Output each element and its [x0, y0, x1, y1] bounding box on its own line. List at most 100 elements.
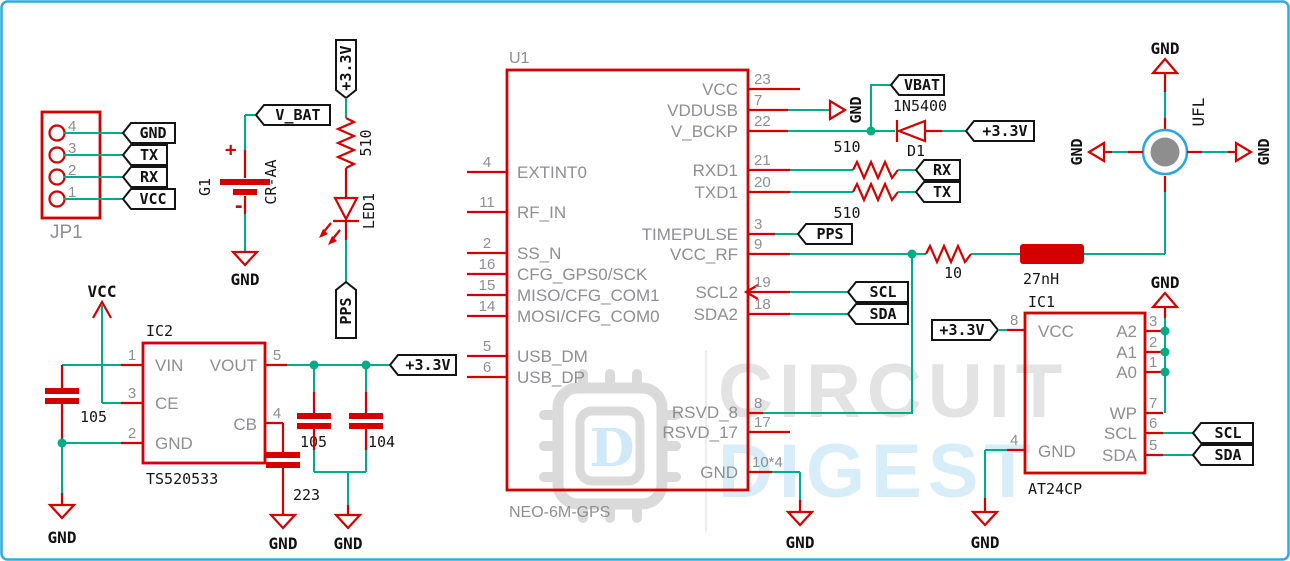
ic1-pin-gnd: GND	[1038, 442, 1076, 461]
gnd-label: GND	[334, 534, 363, 553]
resistor-tx	[852, 181, 899, 203]
resistor-tx-value: 510	[833, 204, 860, 222]
u1-pin-vcc-rf: VCC_RF	[670, 245, 738, 264]
u1-pin-number: 20	[754, 174, 771, 191]
ic1-pin-a2: A2	[1116, 322, 1137, 341]
gnd-label: GND	[1151, 273, 1180, 292]
u1-pin-mosi: MOSI/CFG_COM0	[517, 307, 660, 326]
diode-d1-icon	[895, 119, 927, 143]
jp1-pin4-number: 4	[68, 118, 76, 135]
u1-left-pins: 4 11 2 16 15 14 5 6 EXTINT0 RF_IN SS_N C…	[467, 154, 660, 387]
ic2-pin-vout: VOUT	[210, 356, 257, 375]
net-flag-scl: SCL	[869, 283, 896, 301]
net-flag-3v3: +3.3V	[337, 45, 355, 90]
gnd-label: GND	[847, 96, 865, 123]
ic1-pin-number: 6	[1149, 415, 1157, 432]
net-flag-tx: TX	[140, 146, 158, 164]
u1-right-pins: 23 7 22 21 20 3 9 19 18 8 17 10*4 VCC VD…	[642, 71, 800, 482]
ic2-pin5-number: 5	[273, 347, 281, 364]
jp1-reference: JP1	[50, 222, 83, 243]
gps-module-u1: U1 NEO-6M-GPS 4 11 2 16 15 14 5 6 EXTINT…	[467, 50, 800, 521]
ic1-pin-number: 7	[1149, 395, 1157, 412]
battery-value: CR-AA	[262, 159, 280, 204]
u1-pin-cfg-gps0: CFG_GPS0/SCK	[517, 265, 648, 284]
u1-pin-number: 5	[483, 338, 491, 355]
net-flag-3v3: +3.3V	[405, 356, 450, 374]
ic2-value: TS520533	[146, 470, 218, 488]
vcc-power-arrow-icon	[92, 299, 112, 319]
watermark: D CIRCUIT DIGEST	[539, 349, 1062, 532]
u1-pin-number: 18	[754, 296, 771, 313]
cap-cb-value: 223	[293, 486, 320, 504]
resistor-led	[335, 117, 357, 169]
ic2-pin-ce: CE	[155, 394, 179, 413]
u1-pin-number: 4	[483, 154, 491, 171]
gnd-label: GND	[786, 533, 815, 552]
u1-pin-usb-dp: USB_DP	[517, 368, 585, 387]
gnd-label: GND	[1151, 39, 1180, 58]
diode-value: 1N5400	[893, 97, 947, 115]
u1-pin-ss-n: SS_N	[517, 244, 561, 263]
ic1-value: AT24CP	[1028, 480, 1082, 498]
watermark-logo-letter: D	[589, 418, 634, 479]
u1-reference: U1	[509, 50, 530, 67]
resistor-rf-value: 10	[944, 264, 962, 282]
gnd-up-arrow-icon	[1150, 57, 1180, 75]
net-flag-tx: TX	[933, 183, 951, 201]
u1-pin-rxd1: RXD1	[693, 161, 738, 180]
ufl-label: UFL	[1189, 98, 1208, 127]
u1-pin-v-bckp: V_BCKP	[671, 122, 738, 141]
inductor-rf-icon	[1020, 244, 1084, 264]
gnd-left-arrow-icon	[1086, 141, 1106, 163]
net-flag-sda: SDA	[1214, 446, 1241, 464]
u1-pin-usb-dm: USB_DM	[517, 347, 588, 366]
gnd-label: GND	[48, 528, 77, 547]
net-flag-scl: SCL	[1214, 424, 1241, 442]
net-flag-vcc: VCC	[139, 190, 166, 208]
u1-pin-number: 21	[754, 152, 771, 169]
ic2-reference: IC2	[146, 322, 173, 340]
led-triangle	[333, 196, 359, 222]
gnd-label: GND	[1068, 138, 1086, 165]
ufl-center-pad	[1150, 137, 1180, 167]
u1-pin-number: 10*4	[752, 454, 783, 471]
inductor-rf-value: 27nH	[1023, 270, 1059, 288]
jp1-pin2-number: 2	[68, 162, 76, 179]
led-reference: LED1	[360, 193, 378, 229]
u1-scl2-input-arrow-icon	[743, 284, 759, 300]
ufl-connector: GND UFL GND GND	[1068, 39, 1273, 176]
net-flag-rx: RX	[933, 161, 951, 179]
u1-pin-number: 15	[479, 277, 496, 294]
u1-pin-rf-in: RF_IN	[517, 203, 566, 222]
resistor-rx-value: 510	[833, 138, 860, 156]
gnd-arrow-icon	[828, 99, 848, 121]
cap-in-value: 105	[80, 408, 107, 426]
u1-right-nets: GND VBAT 1N5400 D1 +3.3V 510 RX 510 TX P…	[763, 74, 1167, 552]
net-flag-pps: PPS	[337, 297, 355, 324]
u1-pin-txd1: TXD1	[695, 183, 738, 202]
ic1-pin-number: 3	[1149, 313, 1157, 330]
jp1-pin3-number: 3	[68, 140, 76, 157]
net-flag-rx: RX	[140, 168, 158, 186]
battery-g1: V_BAT + - G1 CR-AA GND	[196, 104, 331, 289]
battery-reference: G1	[196, 178, 214, 196]
gnd-right-arrow-icon	[1234, 141, 1254, 163]
u1-pin-miso: MISO/CFG_COM1	[517, 286, 660, 305]
battery-minus-sign: -	[233, 195, 244, 217]
ic1-pin-a1: A1	[1116, 343, 1137, 362]
net-flag-3v3: +3.3V	[939, 321, 984, 339]
ic2-pin-vin: VIN	[155, 356, 183, 375]
gnd-label: GND	[971, 533, 1000, 552]
eeprom-ic1: IC1 AT24CP +3.3V 8 GND 4 3 2 1 7 6 5 GND	[931, 273, 1254, 552]
diode-reference: D1	[907, 142, 925, 160]
regulator-ic2: VCC 105 GND IC2 TS520533 1 3 2 5 4 VIN C…	[45, 282, 457, 553]
ic1-pin-number: 4	[1010, 432, 1018, 449]
u1-pin-vddusb: VDDUSB	[667, 101, 738, 120]
u1-pin-number: 22	[754, 113, 771, 130]
ic1-pin-sda: SDA	[1102, 446, 1138, 465]
ic1-pin-number: 2	[1149, 334, 1157, 351]
u1-pin-sda2: SDA2	[694, 305, 738, 324]
u1-pin-gnd: GND	[700, 463, 738, 482]
led-emission-arrow	[328, 236, 337, 245]
